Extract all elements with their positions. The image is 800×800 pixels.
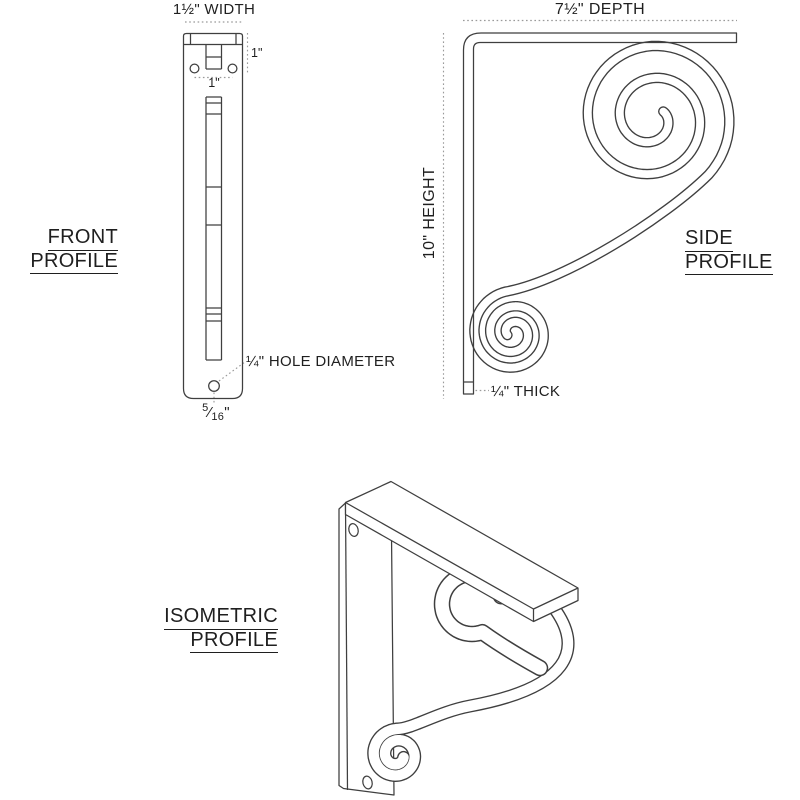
isometric-title-line2: PROFILE bbox=[190, 629, 278, 653]
side-height-dimension: 10" HEIGHT bbox=[421, 166, 438, 260]
iso-shelf-arm bbox=[344, 480, 579, 623]
side-view-drawing bbox=[442, 19, 738, 399]
side-view-title: SIDE PROFILE bbox=[685, 227, 795, 275]
front-scroll-edge bbox=[205, 96, 223, 361]
side-scroll-inner bbox=[470, 42, 734, 372]
front-hole-spacing-dimension: 1" bbox=[208, 76, 220, 90]
side-title-line1: SIDE bbox=[685, 227, 733, 252]
front-title-line1: FRONT bbox=[47, 226, 118, 251]
side-bracket-outline bbox=[462, 32, 738, 395]
fraction-numerator: 5 bbox=[202, 402, 209, 414]
fraction-denominator: 16 bbox=[211, 411, 225, 423]
iso-scroll-sweep-inner bbox=[368, 602, 574, 781]
front-bottom-hole bbox=[208, 380, 220, 392]
side-thickness-dimension: ¼" THICK bbox=[491, 383, 561, 400]
iso-top-hole bbox=[348, 523, 359, 537]
fraction-unit: " bbox=[224, 404, 230, 421]
iso-shelf-arm-edges bbox=[345, 501, 579, 622]
isometric-title-line1: ISOMETRIC bbox=[164, 605, 278, 630]
front-top-hole-left bbox=[189, 63, 200, 74]
front-hole-diameter-dimension: ¼" HOLE DIAMETER bbox=[246, 353, 396, 370]
front-view-drawing bbox=[182, 21, 249, 403]
side-depth-dimension: 7½" DEPTH bbox=[554, 1, 646, 18]
side-title-line2: PROFILE bbox=[685, 251, 773, 275]
front-bottom-offset-dimension: 5⁄16" bbox=[188, 402, 244, 423]
front-top-hole-right bbox=[227, 63, 238, 74]
front-title-line2: PROFILE bbox=[30, 250, 118, 274]
iso-plate-left-edge bbox=[344, 503, 349, 791]
front-tab-height-dimension: 1" bbox=[251, 46, 263, 60]
front-width-dimension: 1½" WIDTH bbox=[172, 1, 256, 18]
front-top-band bbox=[183, 33, 243, 70]
front-dimension-lines bbox=[185, 21, 249, 403]
fraction-slash: ⁄ bbox=[208, 404, 212, 421]
side-dimension-lines bbox=[442, 19, 737, 399]
isometric-view-drawing bbox=[338, 480, 579, 796]
isometric-view-title: ISOMETRIC PROFILE bbox=[148, 605, 278, 653]
iso-bottom-hole bbox=[362, 775, 373, 790]
front-view-title: FRONT PROFILE bbox=[22, 226, 118, 274]
front-plate-outline bbox=[182, 32, 244, 400]
